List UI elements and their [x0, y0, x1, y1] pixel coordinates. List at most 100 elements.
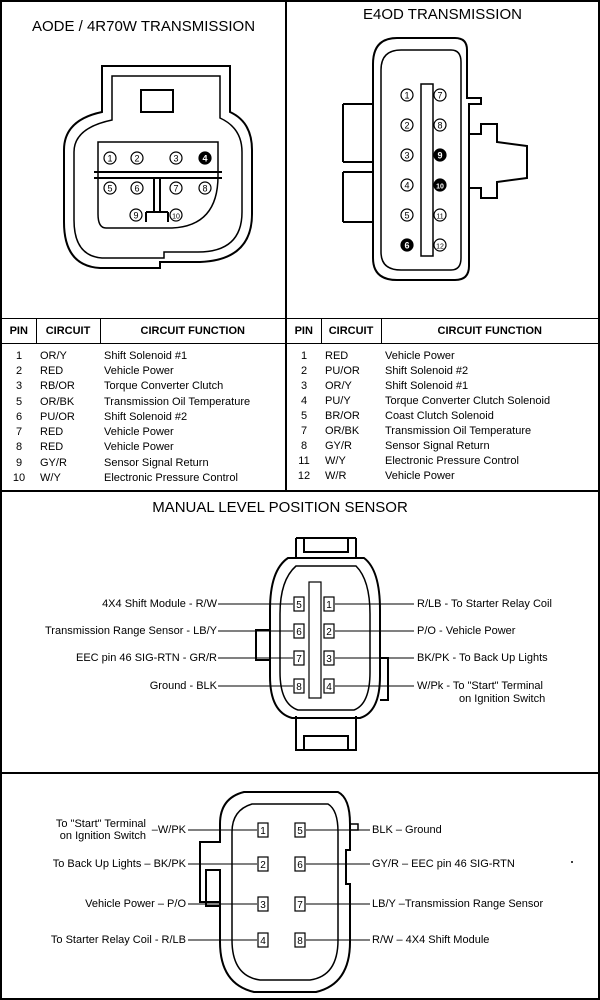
- aode-pin-8-circle: [198, 181, 212, 195]
- e4od-pin-6: 6: [400, 238, 414, 252]
- e4od-cell-function: Electronic Pressure Control: [385, 454, 519, 467]
- e4od-cell-circuit: PU/Y: [325, 394, 351, 407]
- mlps-pin-6: 6: [293, 623, 305, 639]
- e4od-cell-function: Shift Solenoid #1: [385, 379, 469, 392]
- bottom-pin-1-label: 1: [260, 826, 266, 837]
- e4od-pin-7: 7: [433, 88, 447, 102]
- aode-cell-circuit: RED: [40, 364, 64, 377]
- aode-pin-9-label: 9: [133, 211, 138, 221]
- aode-header-circuit: CIRCUIT: [36, 318, 101, 344]
- aode-pin-4: 4: [198, 151, 212, 165]
- e4od-pin-3: 3: [400, 148, 414, 162]
- e4od-cell-function: Transmission Oil Temperature: [385, 424, 532, 437]
- mlps-right-label: P/O - Vehicle Power: [417, 625, 516, 637]
- e4od-cell-function: Vehicle Power: [385, 469, 455, 482]
- aode-cell-circuit: W/Y: [40, 472, 61, 485]
- bottom-pin-6-box: [294, 856, 306, 872]
- bottom-pin-6: 6: [294, 856, 306, 872]
- bottom-pin-3-label: 3: [260, 900, 266, 911]
- e4od-cell-pin: 2: [300, 364, 308, 377]
- e4od-cell-pin: 8: [300, 439, 308, 452]
- aode-cell-function: Torque Converter Clutch: [104, 380, 224, 393]
- e4od-cell-function: Torque Converter Clutch Solenoid: [385, 394, 551, 407]
- bottom-left-label-1-line: To "Start" Terminal: [55, 818, 146, 830]
- bottom-right-label: LB/Y –Transmission Range Sensor: [372, 898, 544, 910]
- e4od-cell-pin: 3: [300, 379, 308, 392]
- bottom-pin-2-box: [257, 856, 269, 872]
- aode-cell-pin: 8: [15, 441, 23, 454]
- mlps-pin-4: 4: [323, 678, 335, 694]
- e4od-pin-8-circle: [433, 118, 447, 132]
- aode-pin-1: 1: [103, 151, 117, 165]
- aode-pin-7-circle: [169, 181, 183, 195]
- e4od-pin-2-label: 2: [404, 121, 409, 131]
- aode-pin-10: 10: [169, 208, 183, 222]
- mlps-pin-6-label: 6: [296, 627, 302, 638]
- aode-cell-pin: 5: [15, 395, 23, 408]
- e4od-cell-circuit: RED: [325, 349, 349, 362]
- aode-pin-1-label: 1: [107, 154, 112, 164]
- aode-cell-function: Vehicle Power: [104, 441, 174, 454]
- e4od-cell-circuit: BR/OR: [325, 409, 360, 422]
- e4od-pin-7-label: 7: [437, 91, 442, 101]
- aode-cell-pin: 1: [15, 349, 23, 362]
- bottom-pin-2: 2: [257, 856, 269, 872]
- mlps-pin-8-label: 8: [296, 682, 302, 693]
- aode-cell-function: Transmission Oil Temperature: [104, 395, 251, 408]
- aode-cell-circuit: RED: [40, 441, 64, 454]
- bottom-panel: [0, 772, 600, 1000]
- e4od-cell-circuit: W/R: [325, 469, 347, 482]
- mlps-pin-3: 3: [323, 650, 335, 666]
- e4od-cell-pin: 4: [300, 394, 308, 407]
- e4od-title: E4OD TRANSMISSION: [363, 6, 522, 23]
- mlps-title: MANUAL LEVEL POSITION SENSOR: [152, 499, 408, 516]
- bottom-pin-3-box: [257, 896, 269, 912]
- e4od-pin-12-label: 12: [436, 244, 444, 251]
- e4od-header-function: CIRCUIT FUNCTION: [381, 318, 598, 344]
- e4od-pin-6-circle: [400, 238, 414, 252]
- mlps-pin-2-label: 2: [326, 627, 332, 638]
- aode-cell-circuit: OR/BK: [40, 395, 75, 408]
- aode-pin-1-circle: [103, 151, 117, 165]
- mlps-pin-8-box: [293, 678, 305, 694]
- e4od-pin-11-circle: [433, 208, 447, 222]
- aode-pin-6-circle: [130, 181, 144, 195]
- e4od-cell-function: Vehicle Power: [385, 349, 455, 362]
- bottom-pin-4: 4: [257, 932, 269, 948]
- e4od-pin-12-circle: [433, 238, 447, 252]
- mlps-pin-7-box: [293, 650, 305, 666]
- e4od-cell-circuit: OR/Y: [325, 379, 352, 392]
- aode-pin-5-circle: [103, 181, 117, 195]
- aode-cell-function: Vehicle Power: [104, 426, 174, 439]
- e4od-header-circuit: CIRCUIT: [321, 318, 382, 344]
- mlps-pin-2: 2: [323, 623, 335, 639]
- aode-cell-function: Vehicle Power: [104, 364, 174, 377]
- mlps-left-label: EEC pin 46 SIG-RTN - GR/R: [76, 652, 217, 664]
- aode-cell-function: Shift Solenoid #2: [104, 410, 188, 423]
- bottom-left-label-1-line: on Ignition Switch: [59, 830, 146, 842]
- bottom-pin-7: 7: [294, 896, 306, 912]
- e4od-pin-10-label: 10: [436, 184, 444, 191]
- aode-pin-5-label: 5: [107, 184, 112, 194]
- mlps-right-label: BK/PK - To Back Up Lights: [417, 652, 548, 664]
- bottom-right-label: GY/R – EEC pin 46 SIG-RTN: [372, 858, 515, 870]
- bottom-pin-7-box: [294, 896, 306, 912]
- e4od-pin-5: 5: [400, 208, 414, 222]
- stray-dot: [571, 861, 573, 863]
- e4od-cell-pin: 11: [298, 454, 310, 467]
- mlps-pin-8: 8: [293, 678, 305, 694]
- e4od-pin-4-circle: [400, 178, 414, 192]
- mlps-center-bar: [308, 581, 322, 699]
